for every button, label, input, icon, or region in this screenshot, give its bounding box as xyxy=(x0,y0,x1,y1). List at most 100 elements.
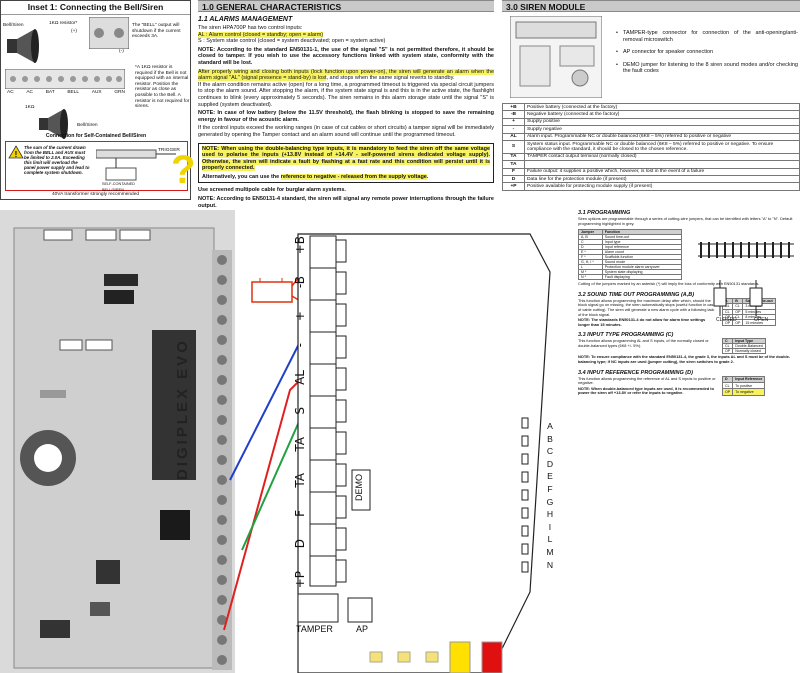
p33-note: NOTE: To ensure compliance with the stan… xyxy=(578,354,791,364)
terminal-code: S xyxy=(502,140,525,154)
inset-title: Inset 1: Connecting the Bell/Siren xyxy=(1,1,190,15)
one-k-label: 1KΩ xyxy=(25,105,35,110)
input-type-table-cell: OP xyxy=(721,348,734,355)
open-label: OPEN xyxy=(754,317,769,323)
terminal-minus-b: -B xyxy=(293,276,307,289)
bullet-tamper: •TAMPER-type connector for connection of… xyxy=(616,30,798,43)
jumper-letter: B xyxy=(547,433,553,444)
speaker-bottom-icon xyxy=(39,109,68,139)
ap-label: AP xyxy=(356,624,369,634)
control-paragraph: If the control inputs exceed the working… xyxy=(198,125,494,138)
terminal-description: Supply positive xyxy=(524,117,800,127)
terminal-plus-b: +B xyxy=(293,236,307,255)
note-standard: NOTE: According to the standard EN50131-… xyxy=(198,46,494,66)
terminal-code: TA xyxy=(502,160,525,169)
siren-table-row: TA xyxy=(502,160,800,169)
terminal-description: Alarm input. Programmable NC or double b… xyxy=(524,132,800,142)
jumper-table-row: N *Fault displaying xyxy=(578,274,683,281)
terminal-description: Positive battery (connected at the facto… xyxy=(524,102,800,112)
general-header: 1.0 GENERAL CHARACTERISTICS xyxy=(198,0,494,12)
terminal-code: +B xyxy=(502,102,525,112)
jumper-diagram xyxy=(698,242,794,316)
terminal-s: S xyxy=(293,406,307,415)
terminal-description: Failure output: it supplies a positive w… xyxy=(524,167,800,177)
note-box-alt: Alternatively, you can use the reference… xyxy=(202,173,429,180)
terminal-d: D xyxy=(293,539,307,549)
terminal-f: F xyxy=(293,510,307,517)
p31-title: 3.1 PROGRAMMING xyxy=(578,210,631,216)
terminal-description xyxy=(524,160,800,169)
jumper-footnote: Cutting of the jumpers marked by an aste… xyxy=(578,281,760,287)
note-last: NOTE: According to EN50131-4 standard, t… xyxy=(198,196,494,209)
p32-title: 3.2 SOUND TIME OUT PROGRAMMING (A,B) xyxy=(578,291,695,298)
self-siren-diagram xyxy=(96,149,176,181)
transformer-note: 40VA transformer strongly recommended xyxy=(51,192,140,197)
cable-line: Use screened multipole cable for burglar… xyxy=(198,187,346,194)
s-line: S : System state control (closed = syste… xyxy=(198,38,386,45)
jumper-letter: M xyxy=(546,546,554,557)
siren-table-row: -Supply negative xyxy=(502,125,800,134)
terminal-code: D xyxy=(502,175,525,184)
p34-text: This function allows programming the ref… xyxy=(578,375,716,386)
terminal-ta-2: TA xyxy=(293,473,307,488)
jumper-table-cell: Fault displaying xyxy=(601,274,683,281)
terminal-code: AL xyxy=(502,132,525,142)
jumper-letter: A xyxy=(547,421,553,431)
p32-text: This function allows programming the max… xyxy=(578,297,716,317)
terminal-block xyxy=(89,17,129,49)
siren-board xyxy=(297,233,551,673)
bell-output-note: The "BELL" output will shutdown if the c… xyxy=(132,23,181,40)
panel-terminal-strip xyxy=(5,69,125,89)
bell-label: Bell/Siren xyxy=(3,23,24,28)
p34-title: 3.4 INPUT REFERENCE PROGRAMMING (D) xyxy=(578,369,693,376)
p34-note: NOTE: When double-balanced type inputs a… xyxy=(578,385,714,396)
siren-header: 3.0 SIREN MODULE xyxy=(502,0,800,12)
sound-timeout-table-cell: 15 minutes xyxy=(742,319,776,326)
p33-title: 3.3 INPUT TYPE PROGRAMMING (C) xyxy=(578,332,674,339)
self-box-title: Connection for Self-Contained Bell/Siren xyxy=(45,133,147,139)
terminal-description: TAMPER contact output terminal (normally… xyxy=(524,152,800,162)
terminal-plus-p: +P xyxy=(293,570,307,588)
jumper-letter: L xyxy=(547,534,553,545)
self-contained-box: ! The sum of the current drawn from the … xyxy=(5,141,188,192)
terminal-minus: - xyxy=(293,343,307,348)
resistor-note: *A 1KΩ resistor is required if the Bell … xyxy=(135,65,190,110)
alarm-paragraph: After properly wiring and closing both i… xyxy=(198,68,494,82)
input-type-table-cell: Normally closed xyxy=(732,348,766,355)
input-reference-table-cell: OP xyxy=(721,388,734,396)
terminal-code: F xyxy=(502,167,525,177)
closed-label: CLOSED xyxy=(716,317,737,323)
tamper-label: TAMPER xyxy=(296,624,333,634)
p32-note: NOTE: The standards EN50131-4 do not all… xyxy=(578,317,706,327)
al-line: AL : Alarm control (closed = standby; op… xyxy=(198,31,324,38)
svg-text:!: ! xyxy=(15,150,18,159)
siren-bullets: •TAMPER-type connector for connection of… xyxy=(616,30,798,75)
terminal-code: -B xyxy=(502,110,525,119)
speaker-icon xyxy=(7,29,39,63)
jumper-letter: H xyxy=(546,509,554,520)
note-box-text: NOTE: When using the double-balancing ty… xyxy=(202,145,490,172)
terminal-al: AL xyxy=(293,369,307,385)
panel-model: DIGIPLEX EVO xyxy=(174,338,191,480)
siren-table-row: +Supply positive xyxy=(502,117,800,127)
bell-label-bottom: Bell/Siren xyxy=(77,123,98,128)
self-bell-label: SELF-CONTAINED BELL/SIREN xyxy=(102,182,135,192)
bullet-demo: •DEMO jumper for listening to the 8 sire… xyxy=(616,61,798,75)
inset-bell-siren: Inset 1: Connecting the Bell/Siren Bell/… xyxy=(0,0,191,200)
terminal-code: - xyxy=(502,125,525,134)
terminal-code: + xyxy=(502,117,525,127)
control-inputs-text: The siren HPA700P has two control inputs… xyxy=(198,25,303,31)
